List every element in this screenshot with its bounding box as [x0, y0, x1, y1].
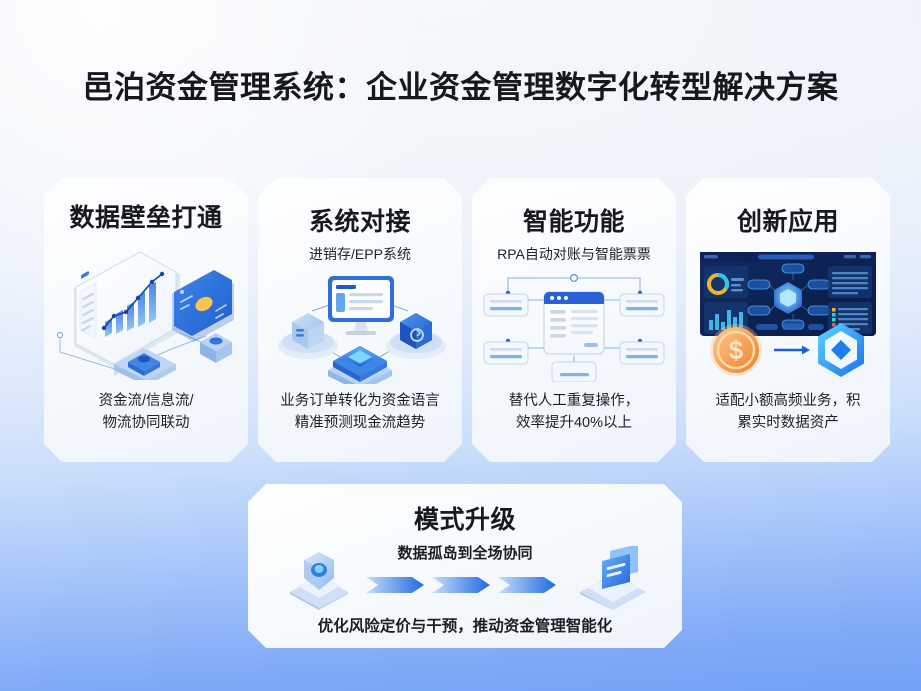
feature-card-innovative-application[interactable]: 创新应用: [686, 178, 890, 462]
card-title: 系统对接: [308, 208, 411, 236]
corner-bracket-icon: [680, 434, 714, 468]
summary-caption: 优化风险定价与干预，推动资金管理智能化: [317, 618, 613, 635]
card-subtitle: RPA自动对账与智能票票: [497, 246, 651, 262]
caption-line: 替代人工重复操作，: [508, 393, 640, 409]
summary-subtitle: 数据孤岛到全场协同: [397, 545, 533, 562]
caption-line: 累实时数据资产: [737, 415, 839, 431]
caption-line: 资金流/信息流/: [98, 393, 194, 409]
dark-dashboard-coin-hexagon-icon: $: [698, 250, 878, 380]
caption-line: 业务订单转化为资金语言: [280, 393, 440, 409]
corner-bracket-icon: [680, 172, 714, 206]
caption-line: 适配小额高频业务，积: [715, 393, 861, 409]
card-caption: 适配小额高频业务，积 累实时数据资产: [692, 390, 884, 434]
caption-line: 效率提升40%以上: [515, 415, 633, 431]
card-subtitle: 进销存/EPP系统: [309, 246, 411, 262]
card-title: 智能功能: [522, 208, 625, 236]
corner-bracket-icon: [862, 434, 896, 468]
summary-card-mode-upgrade[interactable]: 模式升级 数据孤岛到全场协同: [248, 484, 682, 648]
rpa-flowchart-icon: [480, 270, 668, 382]
card-caption: 替代人工重复操作， 效率提升40%以上: [478, 390, 670, 434]
card-caption: 资金流/信息流/ 物流协同联动: [50, 390, 242, 434]
feature-card-system-integration[interactable]: 系统对接 进销存/EPP系统: [258, 178, 462, 462]
corner-bracket-icon: [220, 434, 254, 468]
corner-bracket-icon: [466, 172, 500, 206]
caption-line: 物流协同联动: [102, 415, 190, 431]
summary-title: 模式升级: [413, 506, 516, 534]
corner-bracket-icon: [466, 434, 500, 468]
svg-text:$: $: [729, 335, 744, 365]
isometric-system-network-icon: [272, 266, 448, 384]
shield-platform-icon: [282, 546, 356, 610]
isometric-monitor-chart-icon: [56, 240, 236, 380]
card-title: 创新应用: [736, 208, 839, 236]
card-title: 数据壁垒打通: [69, 204, 223, 232]
caption-line: 精准预测现金流趋势: [294, 415, 426, 431]
documents-platform-icon: [574, 546, 652, 610]
corner-bracket-icon: [252, 434, 286, 468]
page-title: 邑泊资金管理系统：企业资金管理数字化转型解决方案: [82, 70, 839, 105]
corner-bracket-icon: [38, 434, 72, 468]
corner-bracket-icon: [434, 172, 468, 206]
feature-card-data-barrier[interactable]: 数据壁垒打通: [44, 178, 248, 462]
corner-bracket-icon: [648, 434, 682, 468]
card-caption: 业务订单转化为资金语言 精准预测现金流趋势: [264, 390, 456, 434]
corner-bracket-icon: [648, 172, 682, 206]
progress-arrows-icon: [366, 570, 566, 600]
corner-bracket-icon: [434, 434, 468, 468]
feature-card-smart-function[interactable]: 智能功能 RPA自动对账与智能票票: [472, 178, 676, 462]
corner-bracket-icon: [252, 172, 286, 206]
corner-bracket-icon: [862, 172, 896, 206]
